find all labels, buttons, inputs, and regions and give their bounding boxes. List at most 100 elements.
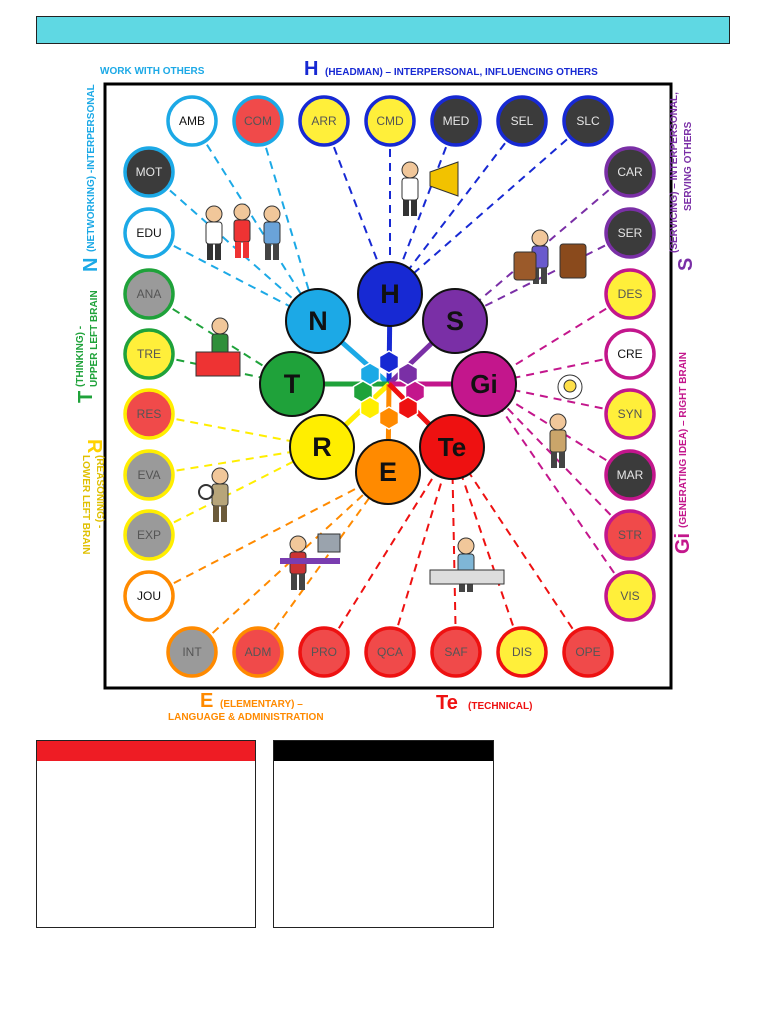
hub-circle-s	[422, 288, 488, 354]
r-side-label: R (REASONING) - LOWER LEFT BRAIN	[71, 439, 105, 579]
skill-node-label: SLC	[576, 114, 600, 128]
skill-node-des	[604, 268, 656, 320]
skill-node-label: QCA	[377, 645, 403, 659]
s-description-2: SERVING OTHERS	[683, 121, 694, 211]
skill-node-label: ADM	[245, 645, 272, 659]
skill-node-ser	[604, 207, 656, 259]
connector-line	[483, 383, 631, 415]
skill-node-label: MOT	[136, 165, 163, 179]
cartoon-person	[549, 413, 567, 468]
center-hexagon	[359, 396, 381, 420]
skill-node-label: JOU	[137, 589, 161, 603]
skill-node-cre	[604, 328, 656, 380]
e-description-2: LANGUAGE & ADMINISTRATION	[168, 712, 324, 723]
hub-label-e: E	[379, 457, 397, 487]
hub-label-gi: Gi	[470, 369, 497, 399]
left-panel-header	[37, 741, 255, 761]
skill-node-ana	[123, 268, 175, 320]
connector-line	[257, 120, 319, 322]
t-description-2: UPPER LEFT BRAIN	[89, 290, 100, 387]
te-description: (TECHNICAL)	[468, 701, 533, 712]
skill-node-label: STR	[618, 528, 642, 542]
cartoon-person	[211, 467, 229, 522]
hub-circle-r	[289, 414, 355, 480]
skill-node-label: DES	[618, 287, 643, 301]
r-description-1: (REASONING) -	[94, 455, 105, 529]
skill-node-jou	[123, 570, 175, 622]
connector-line	[483, 353, 631, 385]
connector-line	[148, 471, 389, 597]
megaphone-icon	[429, 161, 459, 197]
skill-node-com	[232, 95, 284, 147]
skill-node-slc	[562, 95, 614, 147]
skill-node-mar	[604, 449, 656, 501]
skill-node-label: OPE	[575, 645, 600, 659]
r-letter: R	[83, 439, 105, 454]
skill-node-label: ANA	[137, 287, 162, 301]
skill-node-pro	[298, 626, 350, 678]
skill-node-label: RES	[137, 407, 162, 421]
gi-letter: Gi	[672, 532, 694, 554]
connector-line	[389, 446, 453, 653]
skill-node-label: VIS	[620, 589, 639, 603]
diagram-frame	[103, 82, 673, 690]
hub-circle-n	[285, 288, 351, 354]
skill-node-car	[604, 146, 656, 198]
hub-label-t: T	[284, 369, 301, 399]
skill-node-label: MAR	[617, 468, 644, 482]
t-letter: T	[75, 390, 97, 403]
skill-node-label: MED	[443, 114, 470, 128]
hub-circle-h	[357, 261, 423, 327]
gi-side-label: Gi (GENERATING IDEA) – RIGHT BRAIN	[672, 334, 696, 554]
cartoon-person	[233, 203, 251, 258]
skill-node-label: ARR	[311, 114, 337, 128]
skill-node-arr	[298, 95, 350, 147]
h-description: (HEADMAN) – INTERPERSONAL, INFLUENCING O…	[325, 67, 598, 78]
connector-line	[148, 171, 319, 322]
left-empty-panel	[36, 740, 256, 928]
desk-icon	[280, 558, 340, 564]
cartoon-figures	[195, 161, 587, 592]
te-letter: Te	[436, 692, 458, 714]
hub-circle-te	[419, 414, 485, 480]
center-hexagon	[397, 396, 419, 420]
cartoon-person	[401, 161, 419, 216]
e-letter: E	[200, 690, 214, 712]
work-with-others-label: WORK WITH OTHERS	[100, 66, 205, 77]
cartoon-person	[205, 205, 223, 260]
skill-node-label: CAR	[617, 165, 643, 179]
skill-node-label: SAF	[444, 645, 467, 659]
r-description-2: LOWER LEFT BRAIN	[80, 455, 91, 555]
connector-line	[454, 232, 631, 322]
skill-node-label: AMB	[179, 114, 205, 128]
skill-node-sel	[496, 95, 548, 147]
connector-line	[483, 383, 631, 597]
skill-node-res	[123, 388, 175, 440]
e-description-1: (ELEMENTARY) –	[220, 699, 303, 710]
desk-icon	[195, 351, 241, 377]
magnifier-icon	[198, 484, 214, 500]
s-side-label: S (SERVICING) – INTERPERSONAL, SERVING O…	[667, 81, 703, 271]
skill-node-amb	[166, 95, 218, 147]
skill-node-label: INT	[182, 645, 202, 659]
gi-description: (GENERATING IDEA) – RIGHT BRAIN	[678, 352, 689, 528]
skill-node-cmd	[364, 95, 416, 147]
skill-node-label: TRE	[137, 347, 161, 361]
hub-label-s: S	[446, 306, 464, 336]
skill-node-ope	[562, 626, 614, 678]
s-description-1: (SERVICING) – INTERPERSONAL,	[669, 92, 680, 253]
hub-label-h: H	[380, 279, 400, 309]
skill-node-int	[166, 626, 218, 678]
skill-node-label: CRE	[617, 347, 642, 361]
suitcase-icon	[559, 243, 587, 279]
skill-node-med	[430, 95, 482, 147]
right-panel-header	[274, 741, 493, 761]
skill-node-label: EVA	[137, 468, 160, 482]
lightbulb-icon	[563, 379, 577, 393]
skill-node-dis	[496, 626, 548, 678]
skill-node-vis	[604, 570, 656, 622]
connector-line	[323, 446, 453, 653]
